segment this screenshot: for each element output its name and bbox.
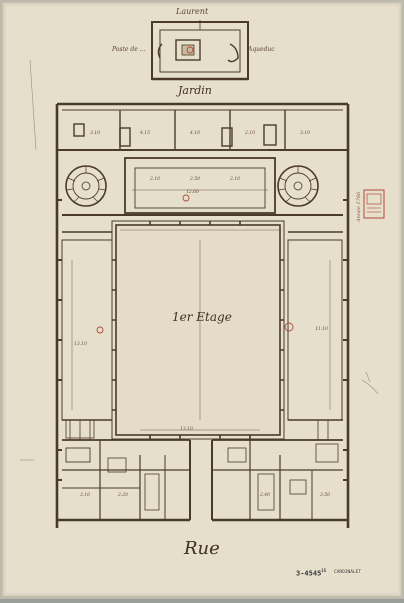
- svg-text:3.50: 3.50: [320, 492, 330, 498]
- svg-text:2.20: 2.20: [117, 492, 128, 498]
- svg-text:4.10: 4.10: [189, 130, 200, 136]
- svg-text:2.40: 2.40: [259, 492, 270, 498]
- left-spiral-stair: [65, 165, 107, 207]
- inventory-stamp: 3-454515: [296, 568, 326, 577]
- margin-note: Année 1786: [356, 191, 362, 222]
- svg-text:13.10: 13.10: [180, 426, 193, 432]
- svg-text:11.10: 11.10: [315, 326, 328, 332]
- svg-text:3.10: 3.10: [80, 492, 90, 498]
- right-spiral-stair: [277, 165, 319, 207]
- street-label: Rue: [184, 538, 220, 559]
- svg-text:2.10: 2.10: [244, 130, 255, 136]
- garden-title: Jardin: [178, 84, 212, 97]
- plan-ink: [55, 20, 350, 528]
- courtyard: [115, 224, 281, 436]
- inventory-superscript: 15: [321, 568, 327, 573]
- main-building: [55, 102, 350, 528]
- garden-pavilion: [151, 20, 249, 81]
- pencil-marks: [20, 59, 379, 461]
- svg-text:2.10: 2.10: [229, 176, 240, 182]
- dimension-lines: [71, 149, 331, 431]
- svg-text:2.50: 2.50: [189, 176, 200, 182]
- svg-text:4.15: 4.15: [139, 130, 150, 136]
- svg-text:12.60: 12.60: [186, 189, 199, 195]
- dimension-scribbles: 3.10 4.15 4.10 2.10 3.10 2.10 2.50 2.10 12.60…: [74, 130, 330, 498]
- garden-left-label: Poste de ...: [112, 46, 146, 53]
- top-label: Laurent: [176, 7, 209, 16]
- red-marks: [96, 46, 294, 334]
- svg-text:3.10: 3.10: [90, 130, 100, 136]
- svg-text:3.10: 3.10: [300, 130, 310, 136]
- garden-right-label: Aqueduc: [248, 46, 275, 53]
- svg-text:2.10: 2.10: [149, 176, 160, 182]
- floor-label: 1er Etage: [172, 310, 232, 324]
- collection-stamp-box: [363, 189, 385, 219]
- inventory-number: 3-4545: [296, 569, 322, 578]
- svg-text:13.10: 13.10: [74, 341, 87, 347]
- collection-note: CARDINALET: [334, 570, 362, 575]
